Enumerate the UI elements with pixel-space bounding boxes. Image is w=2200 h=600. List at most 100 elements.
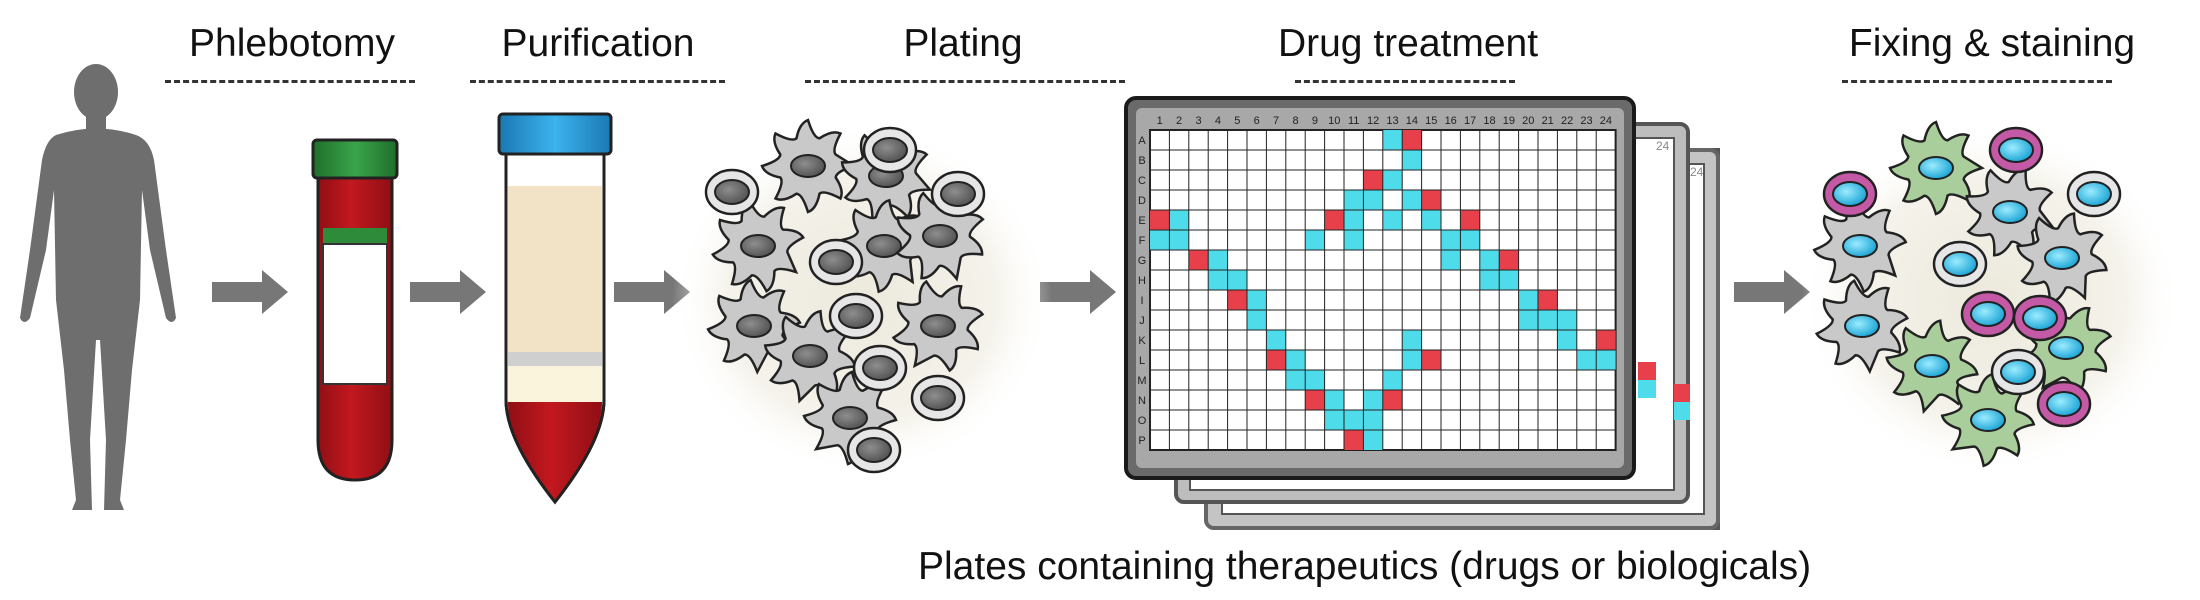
- cell-icon: [1888, 120, 1985, 216]
- stained-cell-cluster: [1812, 120, 2122, 468]
- cyan-well: [1208, 270, 1228, 290]
- cell-icon: [1822, 170, 1878, 218]
- red-well: [1596, 330, 1616, 350]
- cyan-well: [1344, 190, 1364, 210]
- cell-icon: [1965, 167, 2056, 257]
- cyan-well: [1557, 330, 1577, 350]
- plate-column-label: 9: [1312, 115, 1318, 127]
- cyan-well: [1344, 410, 1364, 430]
- plate-column-label: 3: [1195, 115, 1201, 127]
- cell-icon: [704, 168, 760, 216]
- cyan-well: [1402, 350, 1422, 370]
- plate-column-label: 10: [1328, 115, 1340, 127]
- cyan-well: [1169, 230, 1189, 250]
- red-well: [1538, 290, 1558, 310]
- plate-column-label: 2: [1176, 115, 1182, 127]
- plate-column-label: 5: [1234, 115, 1240, 127]
- cyan-well: [1324, 390, 1344, 410]
- cyan-well: [1266, 330, 1286, 350]
- cell-icon: [1814, 278, 1910, 375]
- cyan-well: [1499, 270, 1519, 290]
- blood-tube-icon: [311, 138, 399, 482]
- plate-column-label: 16: [1445, 115, 1457, 127]
- plate-row-label: B: [1138, 155, 1145, 167]
- dash-divider: [1295, 80, 1515, 83]
- plate-column-label: 18: [1483, 115, 1495, 127]
- cell-icon: [1812, 198, 1908, 294]
- plate-row-label: M: [1137, 375, 1146, 387]
- plate-column-label: 12: [1367, 115, 1379, 127]
- cyan-well: [1344, 210, 1364, 230]
- dash-divider: [165, 80, 415, 83]
- cell-icon: [1960, 290, 2016, 338]
- cell-icon: [852, 344, 908, 392]
- plate-column-label: 13: [1386, 115, 1398, 127]
- plate-row-label: P: [1138, 435, 1145, 447]
- cyan-well: [1363, 430, 1383, 450]
- cyan-well: [1402, 150, 1422, 170]
- cyan-well: [1247, 310, 1267, 330]
- plate-row-label: N: [1138, 395, 1146, 407]
- cyan-well: [1402, 330, 1422, 350]
- plate-row-label: H: [1138, 275, 1146, 287]
- red-well: [1382, 390, 1403, 410]
- plate-column-label: 22: [1561, 115, 1573, 127]
- cyan-well: [1227, 270, 1247, 290]
- plate-row-label: L: [1139, 355, 1145, 367]
- plate-row-label: A: [1138, 135, 1146, 147]
- plate-row-label: I: [1140, 295, 1143, 307]
- step-title-plating: Plating: [903, 22, 1023, 65]
- plate-column-label: 11: [1348, 115, 1359, 127]
- cell-icon: [763, 309, 857, 404]
- cyan-well: [1557, 310, 1577, 330]
- conical-tube-icon: [497, 112, 613, 505]
- cyan-well: [1169, 210, 1189, 230]
- red-well: [1363, 170, 1383, 190]
- cell-icon: [828, 292, 884, 340]
- plate-column-label: 8: [1292, 115, 1298, 127]
- cyan-well: [1518, 310, 1538, 330]
- cell-icon: [1990, 348, 2046, 396]
- plate-column-label: 14: [1406, 115, 1418, 127]
- plate-column-label: 24: [1600, 115, 1612, 127]
- dash-divider: [1842, 80, 2112, 83]
- plate-row-label: G: [1138, 255, 1147, 267]
- red-well: [1402, 130, 1422, 150]
- cyan-well: [1382, 210, 1403, 230]
- cell-icon: [1932, 240, 1988, 288]
- arrow-right-icon: [212, 270, 1810, 314]
- cell-icon: [2036, 380, 2092, 428]
- plate-column-label: 23: [1580, 115, 1592, 127]
- red-well: [1188, 250, 1209, 270]
- cyan-well: [1479, 270, 1500, 290]
- cyan-well: [1460, 230, 1480, 250]
- cyan-well: [1596, 350, 1616, 370]
- red-well: [1150, 210, 1170, 230]
- middle-plate-label: 24: [1656, 139, 1670, 153]
- cyan-well: [1576, 350, 1597, 370]
- plate-row-label: D: [1138, 195, 1146, 207]
- human-silhouette-icon: [20, 64, 176, 510]
- cyan-well: [1421, 210, 1441, 230]
- cyan-well: [1363, 190, 1383, 210]
- cyan-well: [1363, 410, 1383, 430]
- plates-caption: Plates containing therapeutics (drugs or…: [918, 545, 1812, 588]
- cyan-well: [1518, 290, 1538, 310]
- cell-icon: [760, 118, 857, 214]
- cyan-well: [1382, 370, 1403, 390]
- cyan-well: [1208, 250, 1228, 270]
- cyan-well: [1344, 230, 1364, 250]
- step-title-phlebotomy: Phlebotomy: [189, 22, 395, 65]
- red-well: [1499, 250, 1519, 270]
- plate-row-label: J: [1139, 315, 1145, 327]
- plate-column-label: 15: [1425, 115, 1437, 127]
- cyan-well: [1538, 310, 1558, 330]
- red-well: [1266, 350, 1286, 370]
- red-well: [1421, 190, 1441, 210]
- red-well: [1305, 390, 1325, 410]
- cyan-well: [1150, 230, 1170, 250]
- cell-icon: [1885, 319, 1979, 415]
